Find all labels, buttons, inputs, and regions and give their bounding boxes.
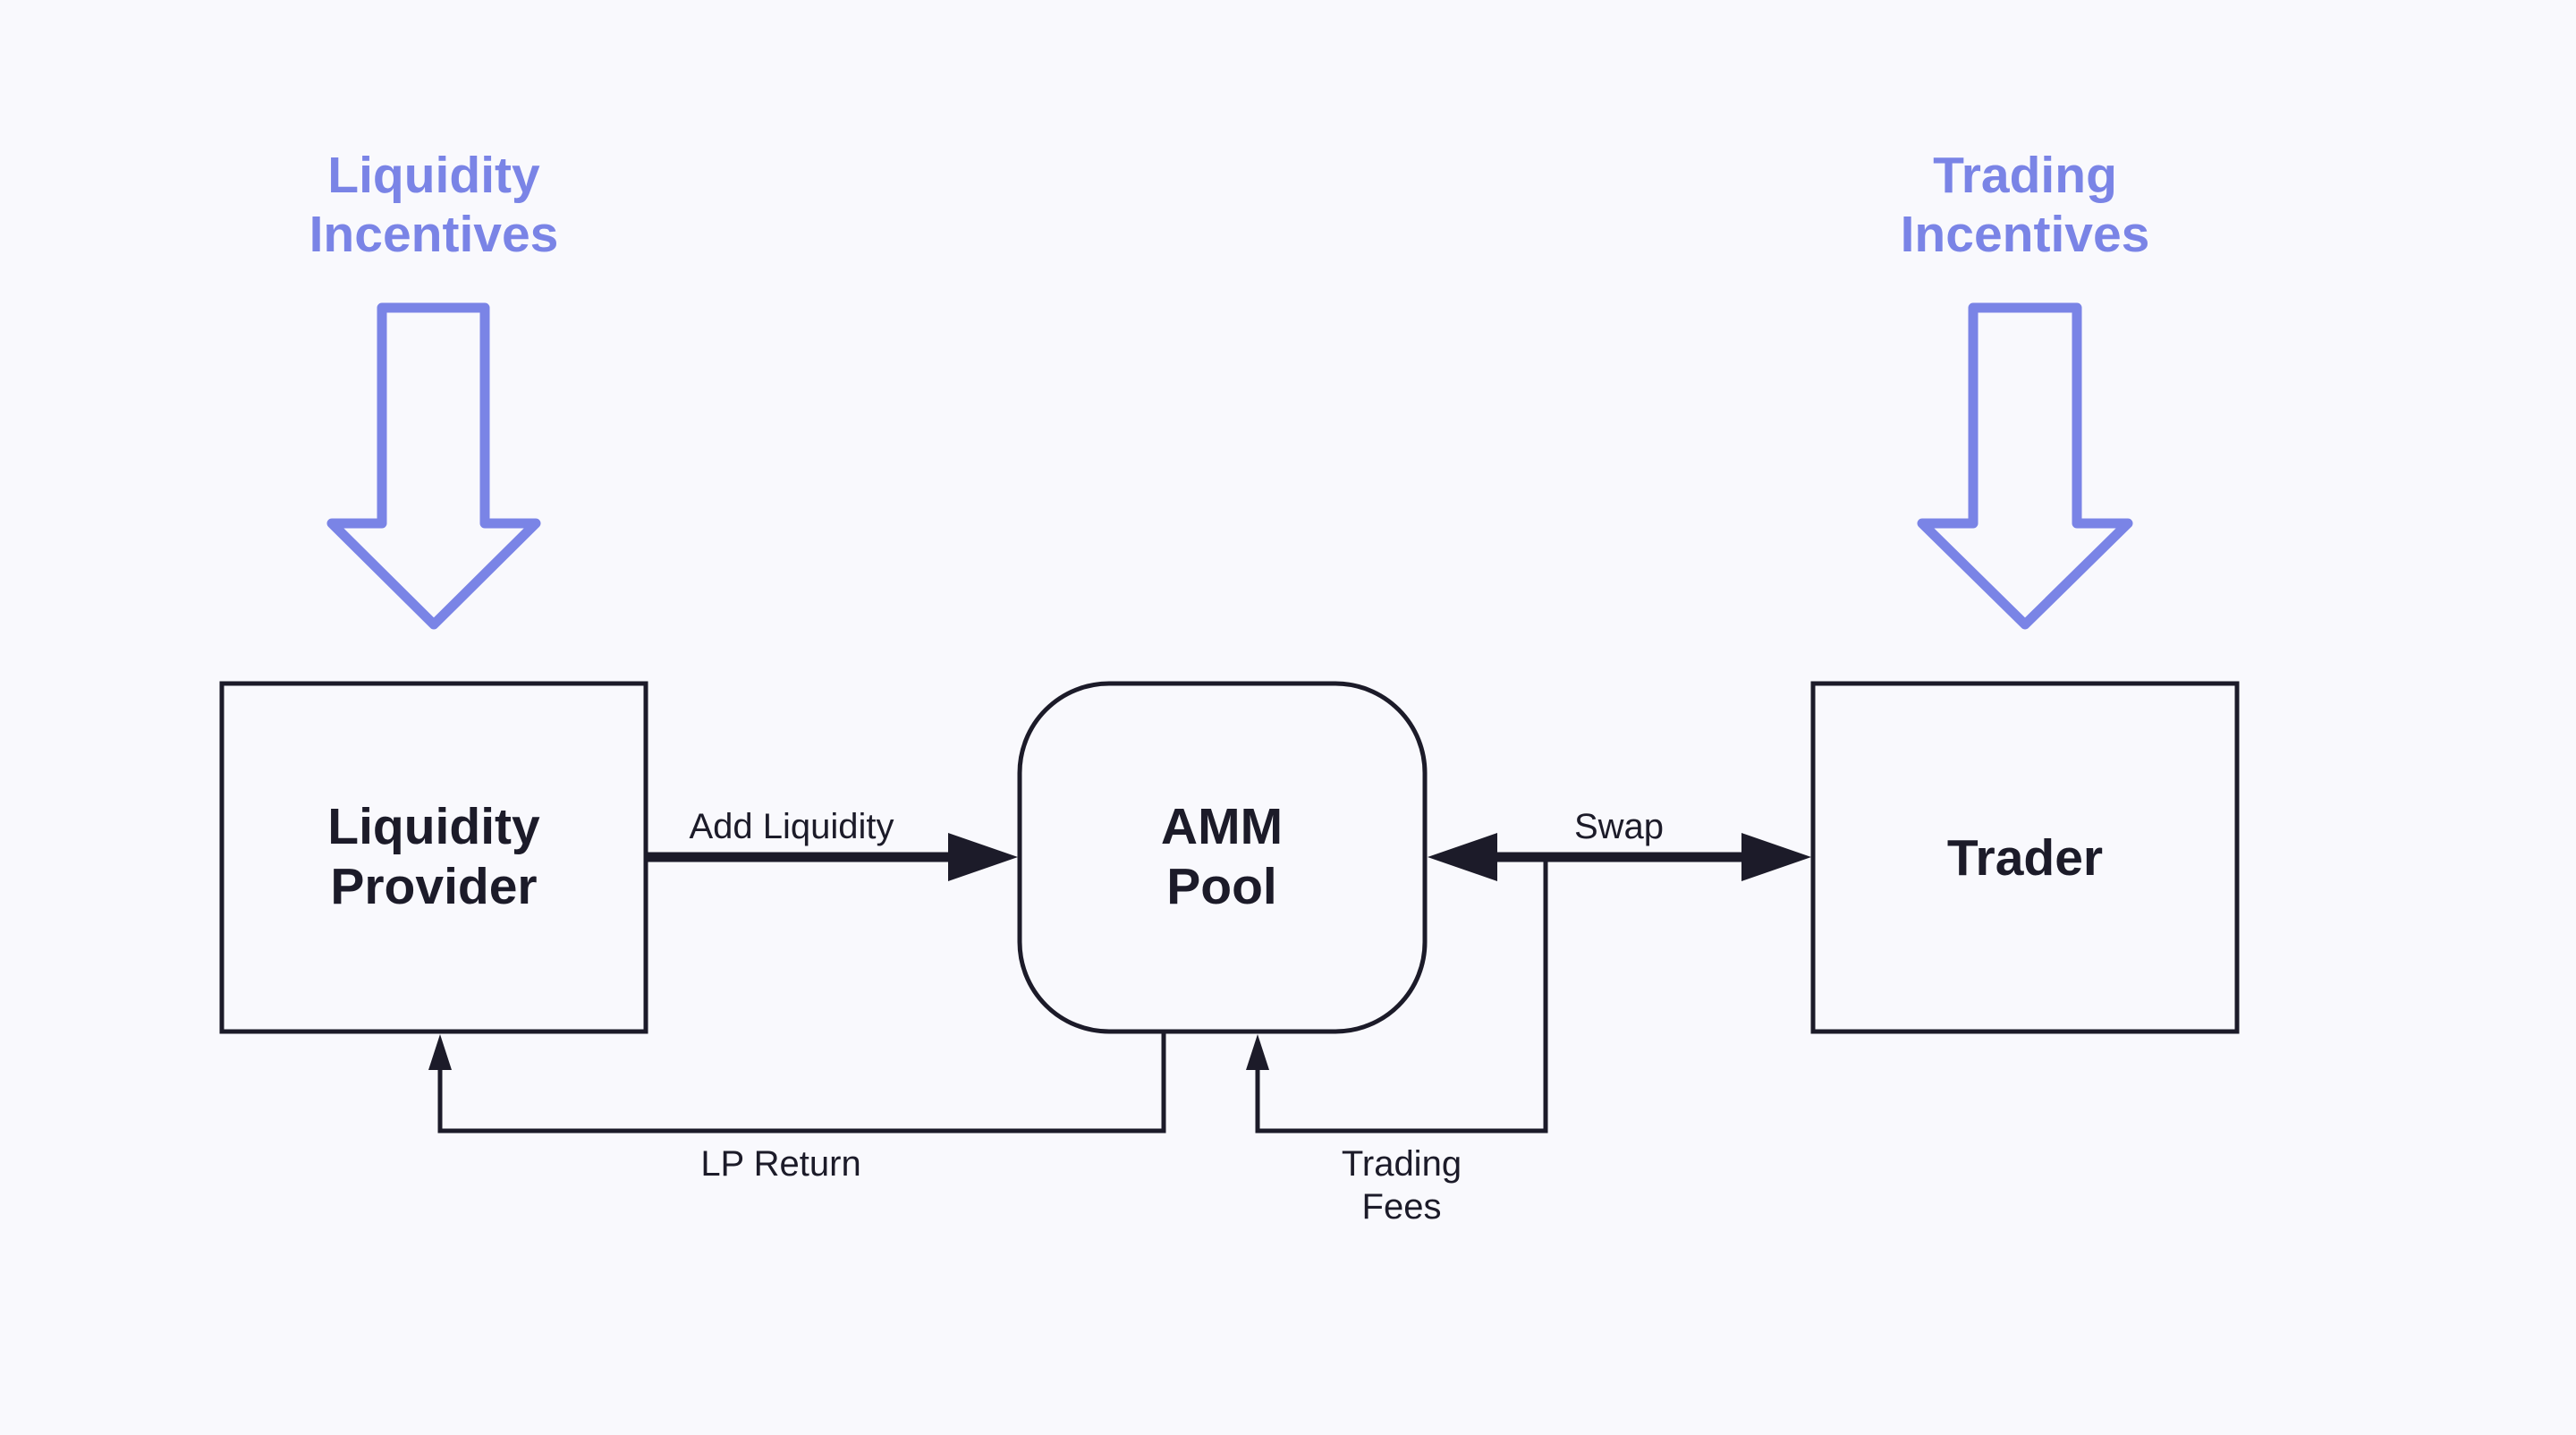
trading-fees-label-line2: Fees <box>1362 1187 1442 1227</box>
amm-pool-label-line1: AMM <box>1161 798 1283 855</box>
trading-fees-edge: Trading Fees <box>1246 857 1548 1227</box>
trading-fees-label-line1: Trading <box>1342 1144 1462 1184</box>
add-liquidity-edge: Add Liquidity <box>646 807 1018 881</box>
swap-right-arrowhead-icon <box>1741 833 1811 881</box>
liquidity-provider-label-line1: Liquidity <box>327 798 540 855</box>
liquidity-incentives-label-line2: Incentives <box>309 206 559 263</box>
liquidity-incentives: Liquidity Incentives <box>309 147 559 630</box>
swap-label: Swap <box>1574 807 1664 846</box>
trading-incentives-label-line2: Incentives <box>1901 206 2150 263</box>
liquidity-provider-label-line2: Provider <box>330 858 537 915</box>
trading-incentives-label-line1: Trading <box>1933 147 2117 204</box>
trader-label: Trader <box>1947 829 2103 887</box>
add-liquidity-label: Add Liquidity <box>689 807 894 846</box>
swap-left-arrowhead-icon <box>1428 833 1497 881</box>
add-liquidity-arrowhead-icon <box>948 833 1018 881</box>
liquidity-provider-node: Liquidity Provider <box>219 681 648 1034</box>
trader-box <box>1810 681 2240 1034</box>
trading-incentives-down-arrow-icon <box>1917 302 2133 630</box>
trader-node: Trader <box>1810 681 2240 1034</box>
trading-fees-arrowhead-icon <box>1246 1034 1269 1070</box>
amm-pool-label-line2: Pool <box>1166 858 1277 915</box>
lp-return-arrowhead-icon <box>428 1034 452 1070</box>
swap-edge: Swap <box>1428 807 1811 881</box>
amm-pool-box <box>1017 681 1428 1034</box>
liquidity-incentives-label-line1: Liquidity <box>327 147 540 204</box>
amm-pool-node: AMM Pool <box>1017 681 1428 1034</box>
trading-incentives: Trading Incentives <box>1901 147 2150 630</box>
lp-return-edge: LP Return <box>428 1032 1166 1184</box>
lp-return-line <box>437 1032 1166 1134</box>
lp-return-label: LP Return <box>700 1144 860 1184</box>
trading-fees-line <box>1255 857 1548 1134</box>
liquidity-incentives-down-arrow-icon <box>326 302 541 630</box>
